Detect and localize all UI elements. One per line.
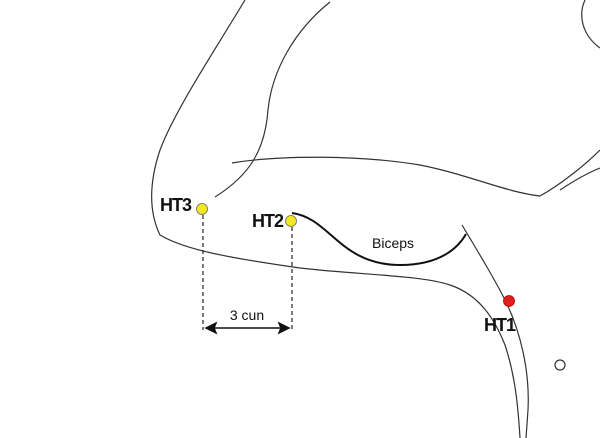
- ht2-point[interactable]: [285, 215, 297, 227]
- nipple-mark: [554, 359, 566, 371]
- distance-label: 3 cun: [230, 307, 264, 323]
- forearm-inner-outline: [214, 1, 331, 198]
- chest-outline: [539, 149, 600, 197]
- chest-outline-2: [559, 167, 600, 191]
- ht3-point[interactable]: [196, 203, 208, 215]
- ht1-point[interactable]: [503, 295, 515, 307]
- biceps-label: Biceps: [372, 235, 414, 251]
- ht3-label: HT3: [160, 195, 192, 215]
- arm-outer-outline: [151, 0, 521, 438]
- ht1-label: HT1: [484, 315, 516, 335]
- ht2-label: HT2: [252, 211, 284, 231]
- biceps-curve: [291, 212, 467, 267]
- upper-arm-top-outline: [231, 156, 541, 197]
- face-outline: [581, 0, 600, 49]
- distance-arrow: [204, 321, 291, 335]
